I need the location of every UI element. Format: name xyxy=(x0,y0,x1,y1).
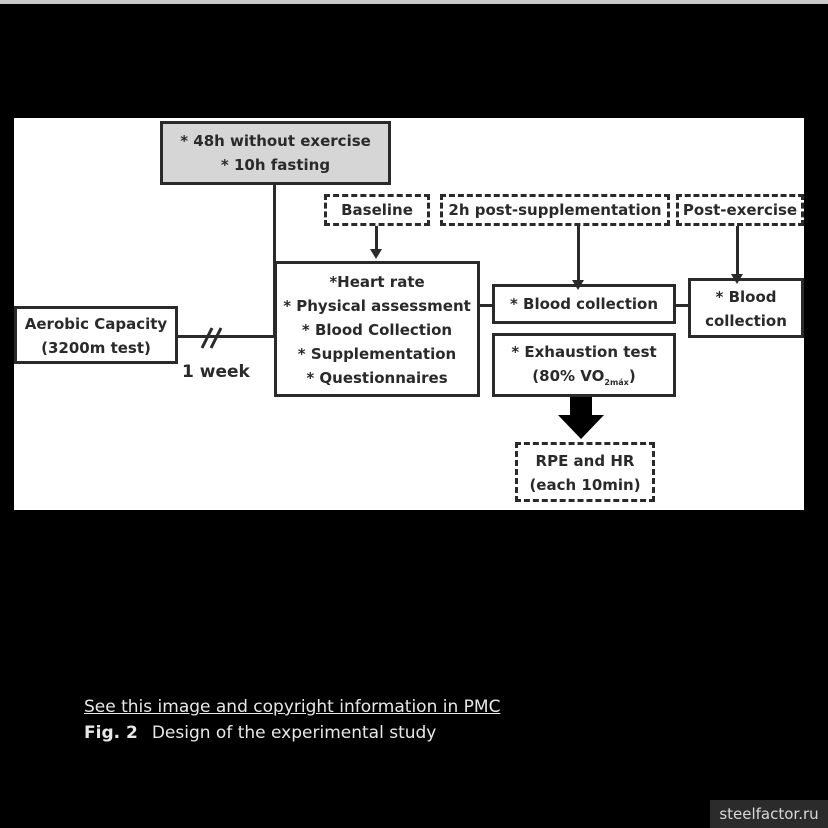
post-exercise-blood-box: * Blood collection xyxy=(688,278,804,338)
baseline-label-box: Baseline xyxy=(324,194,430,226)
figure-caption: Fig. 2 Design of the experimental study xyxy=(84,723,436,743)
prerequisites-box: * 48h without exercise * 10h fasting xyxy=(160,121,391,185)
week-connector xyxy=(178,335,276,338)
diagram-panel: * 48h without exercise * 10h fasting Aer… xyxy=(14,118,804,510)
rpe-line-1: RPE and HR xyxy=(535,452,635,470)
break-mark-icon xyxy=(200,327,223,349)
post-exercise-label-box: Post-exercise xyxy=(676,194,804,226)
prereq-line-2: * 10h fasting xyxy=(220,156,331,174)
aerobic-capacity-box: Aerobic Capacity (3200m test) xyxy=(14,306,178,364)
post-supplementation-label-box: 2h post-supplementation xyxy=(440,194,670,226)
prereq-line-1: * 48h without exercise xyxy=(180,132,371,150)
prereq-connector xyxy=(273,185,276,335)
aerobic-line-2: (3200m test) xyxy=(41,339,151,357)
blood-to-post-connector xyxy=(676,304,688,307)
baseline-step: * Blood Collection xyxy=(301,321,453,339)
top-bar xyxy=(0,0,828,4)
figure-number: Fig. 2 xyxy=(84,723,138,743)
post-blood-line-2: collection xyxy=(705,312,787,330)
baseline-step: * Questionnaires xyxy=(306,369,448,387)
aerobic-line-1: Aerobic Capacity xyxy=(24,315,168,333)
baseline-steps-box: *Heart rate * Physical assessment * Bloo… xyxy=(274,261,480,397)
blood-collection-text: * Blood collection xyxy=(509,295,659,313)
exhaustion-line-1: * Exhaustion test xyxy=(511,343,657,361)
rpe-hr-box: RPE and HR (each 10min) xyxy=(515,442,655,502)
week-label: 1 week xyxy=(182,362,250,382)
rpe-line-2: (each 10min) xyxy=(529,476,641,494)
post-supp-arrow-line xyxy=(577,226,580,282)
down-arrow-icon xyxy=(558,397,604,439)
blood-collection-box: * Blood collection xyxy=(492,284,676,324)
post-exercise-label: Post-exercise xyxy=(682,201,798,219)
watermark: steelfactor.ru xyxy=(710,800,828,828)
exhaustion-line-2: (80% VO2máx) xyxy=(532,367,636,387)
baseline-step: * Supplementation xyxy=(297,345,457,363)
baseline-step: *Heart rate xyxy=(329,273,425,291)
post-blood-line-1: * Blood xyxy=(715,288,777,306)
steps-to-blood-connector xyxy=(480,304,492,307)
baseline-step: * Physical assessment xyxy=(283,297,471,315)
baseline-arrow-line xyxy=(375,226,378,251)
post-exercise-arrow-line xyxy=(736,226,739,276)
exhaustion-test-box: * Exhaustion test (80% VO2máx) xyxy=(492,333,676,397)
baseline-label: Baseline xyxy=(341,201,413,219)
copyright-link[interactable]: See this image and copyright information… xyxy=(84,697,501,717)
post-supplementation-label: 2h post-supplementation xyxy=(448,201,662,219)
figure-text: Design of the experimental study xyxy=(151,723,437,743)
baseline-arrowhead xyxy=(370,249,382,259)
